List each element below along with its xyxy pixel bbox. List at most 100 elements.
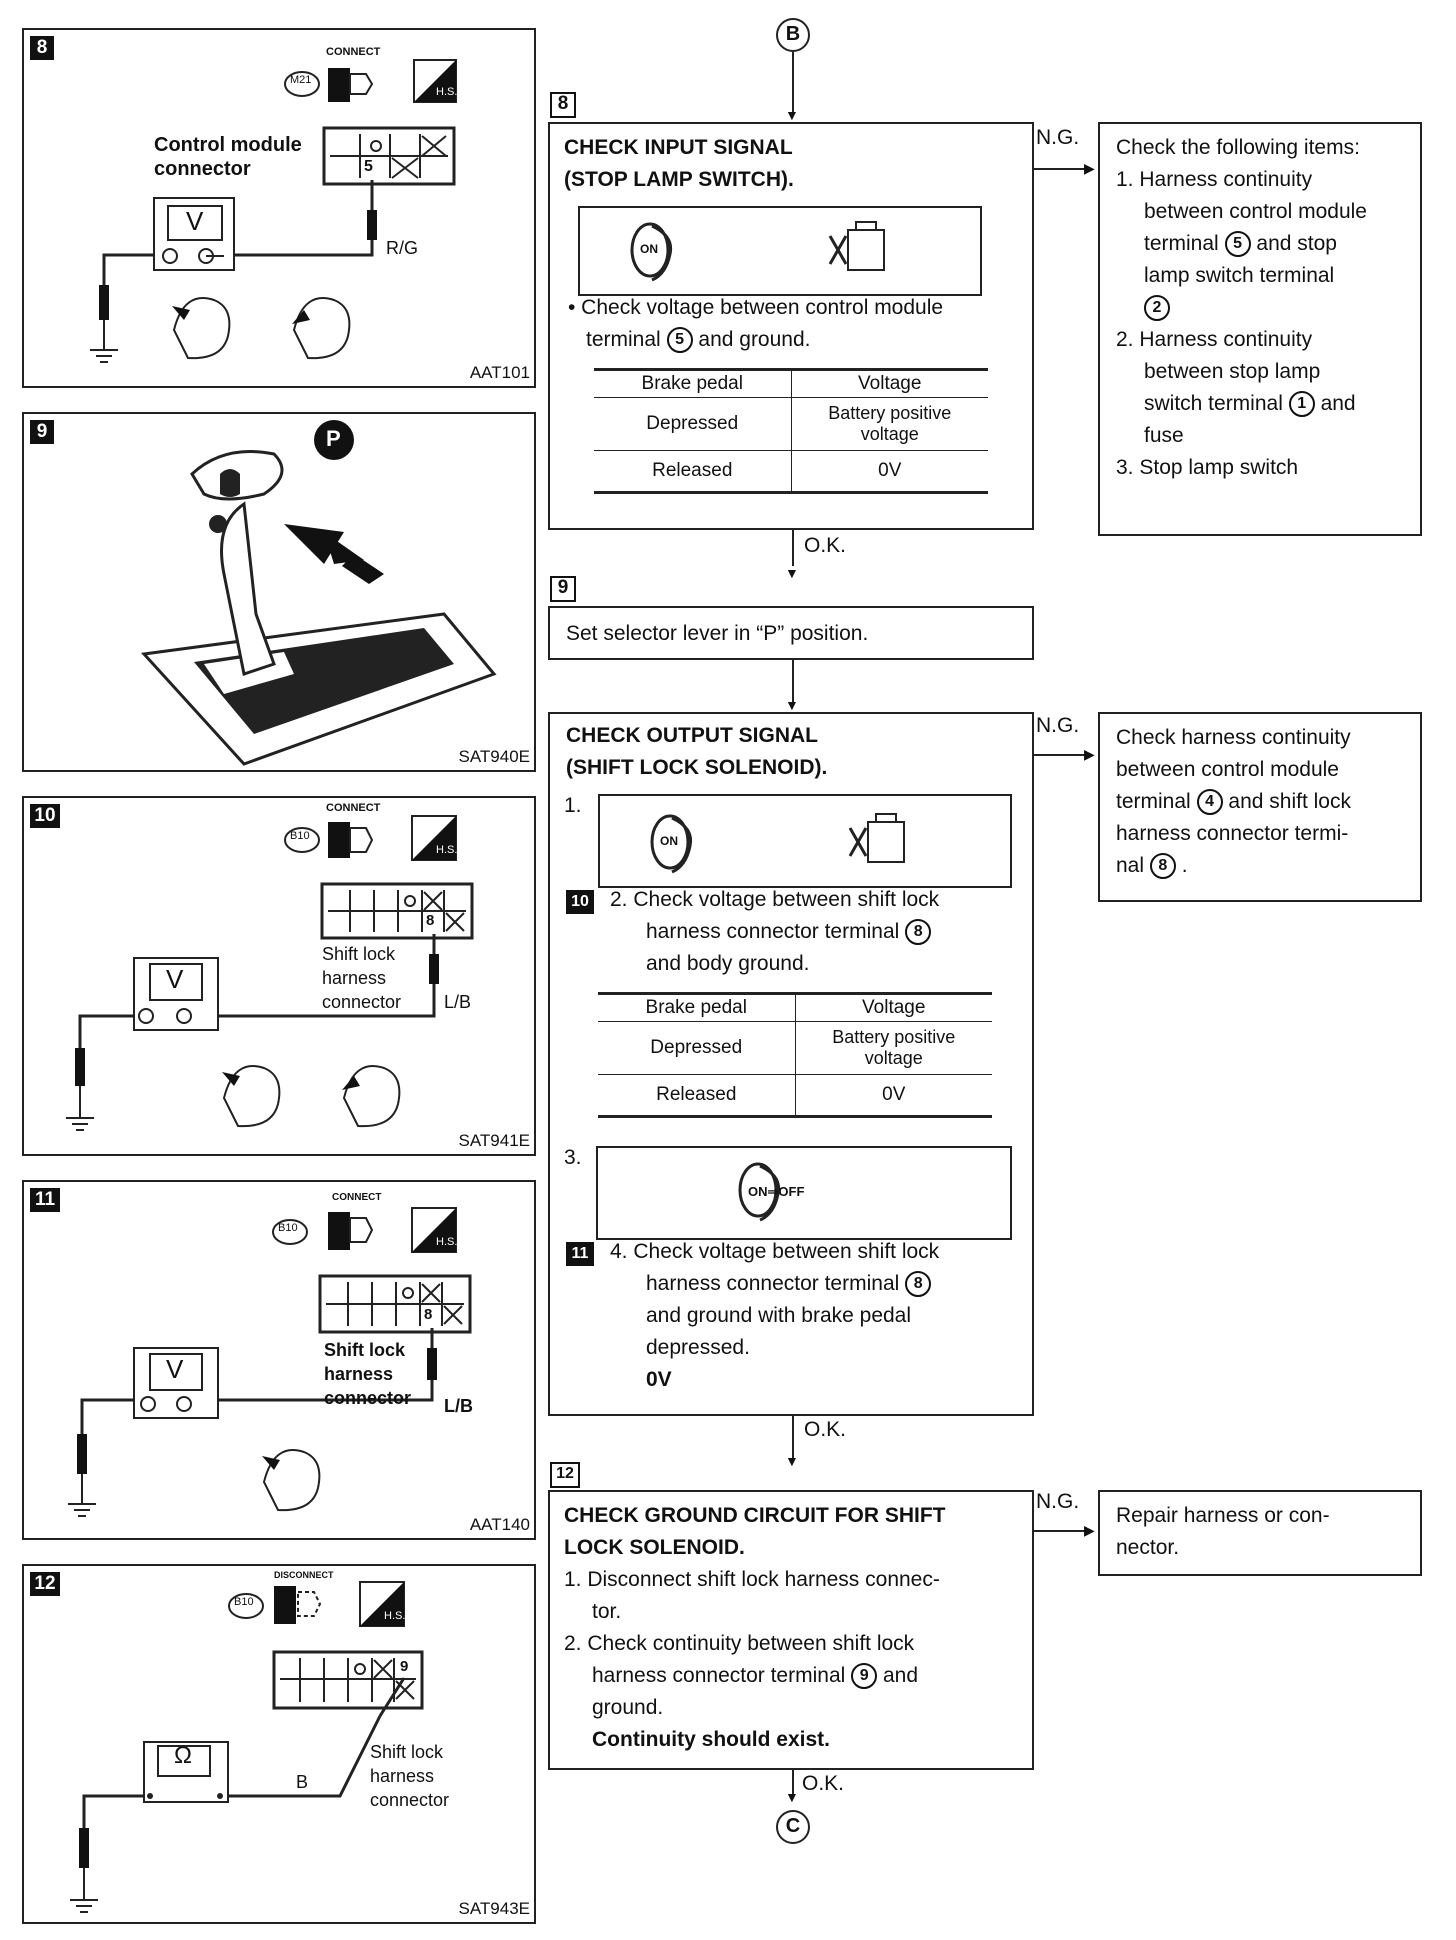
connect-label: CONNECT bbox=[332, 1192, 382, 1203]
key-on-off-icon bbox=[738, 1162, 781, 1222]
connect-label: CONNECT bbox=[326, 802, 381, 814]
arrow-down-icon: ▼ bbox=[785, 565, 799, 581]
flow-line bbox=[792, 1416, 794, 1460]
p-badge: P bbox=[326, 426, 341, 451]
meter-symbol: V bbox=[166, 1354, 184, 1384]
ng-label-8: N.G. bbox=[1036, 126, 1080, 149]
step-8-check: • Check voltage between control module bbox=[568, 296, 944, 319]
step-10-box: CHECK OUTPUT SIGNAL (SHIFT LOCK SOLENOID… bbox=[548, 712, 1034, 1416]
step-8-title-2: (STOP LAMP SWITCH). bbox=[564, 168, 794, 191]
shift-lock-label-2: harness bbox=[322, 968, 387, 988]
arrow-down-icon: ▼ bbox=[785, 697, 799, 713]
figure-code: SAT941E bbox=[458, 1131, 530, 1150]
control-module-label: Control module bbox=[154, 134, 302, 156]
flow-line bbox=[792, 530, 794, 566]
meter-symbol: Ω bbox=[174, 1742, 192, 1769]
ng-label-12: N.G. bbox=[1036, 1490, 1080, 1513]
wire-label: L/B bbox=[444, 1396, 473, 1416]
wire-label: R/G bbox=[386, 238, 419, 258]
hs-label: H.S. bbox=[436, 844, 458, 856]
connector-id: M21 bbox=[290, 74, 312, 86]
ok-label-8: O.K. bbox=[804, 534, 847, 557]
step-number-8: 8 bbox=[550, 92, 576, 118]
arrow-down-icon: ▼ bbox=[785, 1453, 799, 1469]
flow-line bbox=[792, 52, 794, 116]
pin-label: 8 bbox=[426, 912, 435, 929]
selector-lever-illustration bbox=[140, 420, 497, 766]
control-module-label-2: connector bbox=[154, 158, 251, 180]
figure-code: AAT101 bbox=[469, 363, 530, 382]
ignition-off-illustration: ON⇒OFF bbox=[596, 1146, 1012, 1240]
figure-number: 8 bbox=[30, 36, 54, 60]
connect-diagram bbox=[90, 59, 457, 363]
meter-symbol: V bbox=[166, 964, 184, 994]
ignition-illustration: ON bbox=[598, 794, 1012, 888]
step-8-title: CHECK INPUT SIGNAL bbox=[564, 136, 793, 159]
figure-ref-11: 11 bbox=[566, 1242, 594, 1266]
step-number-12: 12 bbox=[550, 1462, 580, 1488]
hs-label: H.S. bbox=[436, 86, 458, 98]
figure-10: 10 CONNECT B10 H.S. 8 bbox=[22, 796, 536, 1156]
hs-label: H.S. bbox=[436, 1236, 458, 1248]
step-12-box: CHECK GROUND CIRCUIT FOR SHIFT LOCK SOLE… bbox=[548, 1490, 1034, 1770]
figure-code: SAT943E bbox=[458, 1899, 530, 1918]
pin-label: 9 bbox=[400, 1658, 409, 1675]
figure-ref-10: 10 bbox=[566, 890, 594, 914]
shift-lock-label-2: harness bbox=[370, 1766, 435, 1786]
key-on-icon bbox=[650, 813, 905, 874]
step-8-box: CHECK INPUT SIGNAL (STOP LAMP SWITCH). O… bbox=[548, 122, 1034, 530]
figure-number: 9 bbox=[30, 420, 54, 444]
disconnect-diagram bbox=[70, 1581, 424, 1913]
ng-line-10 bbox=[1034, 754, 1090, 756]
connect-diagram bbox=[66, 815, 474, 1131]
figure-code: SAT940E bbox=[458, 747, 530, 766]
ok-label-12: O.K. bbox=[802, 1772, 845, 1795]
step-number-9: 9 bbox=[550, 576, 576, 602]
ng-box-10: Check harness continuity between control… bbox=[1098, 712, 1422, 902]
connector-id: B10 bbox=[278, 1222, 298, 1234]
connector-c: C bbox=[776, 1810, 810, 1844]
ng-line-8 bbox=[1034, 168, 1090, 170]
connector-b: B bbox=[776, 18, 810, 52]
hs-label: H.S. bbox=[384, 1610, 406, 1622]
connect-diagram bbox=[68, 1207, 472, 1517]
shift-lock-label: Shift lock bbox=[324, 1340, 406, 1360]
arrow-down-icon: ▼ bbox=[785, 1789, 799, 1805]
pin-label: 8 bbox=[424, 1306, 433, 1323]
ignition-illustration: ON bbox=[578, 206, 982, 296]
shift-lock-label: Shift lock bbox=[370, 1742, 444, 1762]
terminal-5-badge: 5 bbox=[666, 327, 693, 354]
figure-11: 11 CONNECT B10 H.S. 8 Shift l bbox=[22, 1180, 536, 1540]
wire-label: L/B bbox=[444, 992, 472, 1012]
ng-box-12: Repair harness or con- nector. bbox=[1098, 1490, 1422, 1576]
figure-code: AAT140 bbox=[469, 1515, 530, 1534]
figure-number: 12 bbox=[30, 1572, 60, 1596]
arrow-right-icon: ▶ bbox=[1084, 1522, 1095, 1538]
arrow-right-icon: ▶ bbox=[1084, 746, 1095, 762]
figure-12: 12 DISCONNECT B10 H.S. 9 Shift lock harn… bbox=[22, 1564, 536, 1924]
step-9-box: Set selector lever in “P” position. bbox=[548, 606, 1034, 660]
meter-symbol: V bbox=[186, 206, 204, 236]
figure-number: 10 bbox=[30, 804, 60, 828]
connector-id: B10 bbox=[290, 830, 310, 842]
connect-label: CONNECT bbox=[326, 46, 381, 58]
arrow-right-icon: ▶ bbox=[1084, 160, 1095, 176]
disconnect-label: DISCONNECT bbox=[274, 1570, 334, 1580]
flow-line bbox=[792, 660, 794, 704]
ok-label-10: O.K. bbox=[804, 1418, 847, 1441]
ng-box-8: Check the following items: 1. Harness co… bbox=[1098, 122, 1422, 536]
key-on-icon bbox=[630, 221, 885, 282]
figure-number: 11 bbox=[30, 1188, 60, 1212]
step-8-check-2: terminal 5 and ground. bbox=[586, 324, 811, 356]
shift-lock-label-3: connector bbox=[322, 992, 402, 1012]
pin-label: 5 bbox=[364, 158, 373, 175]
ng-label-10: N.G. bbox=[1036, 714, 1080, 737]
figure-9: 9 P SAT940E bbox=[22, 412, 536, 772]
key-on-label: ON bbox=[640, 242, 658, 256]
shift-lock-label: Shift lock bbox=[322, 944, 396, 964]
ng-line-12 bbox=[1034, 1530, 1090, 1532]
arrow-down-icon: ▼ bbox=[785, 107, 799, 123]
connector-id: B10 bbox=[234, 1596, 254, 1608]
